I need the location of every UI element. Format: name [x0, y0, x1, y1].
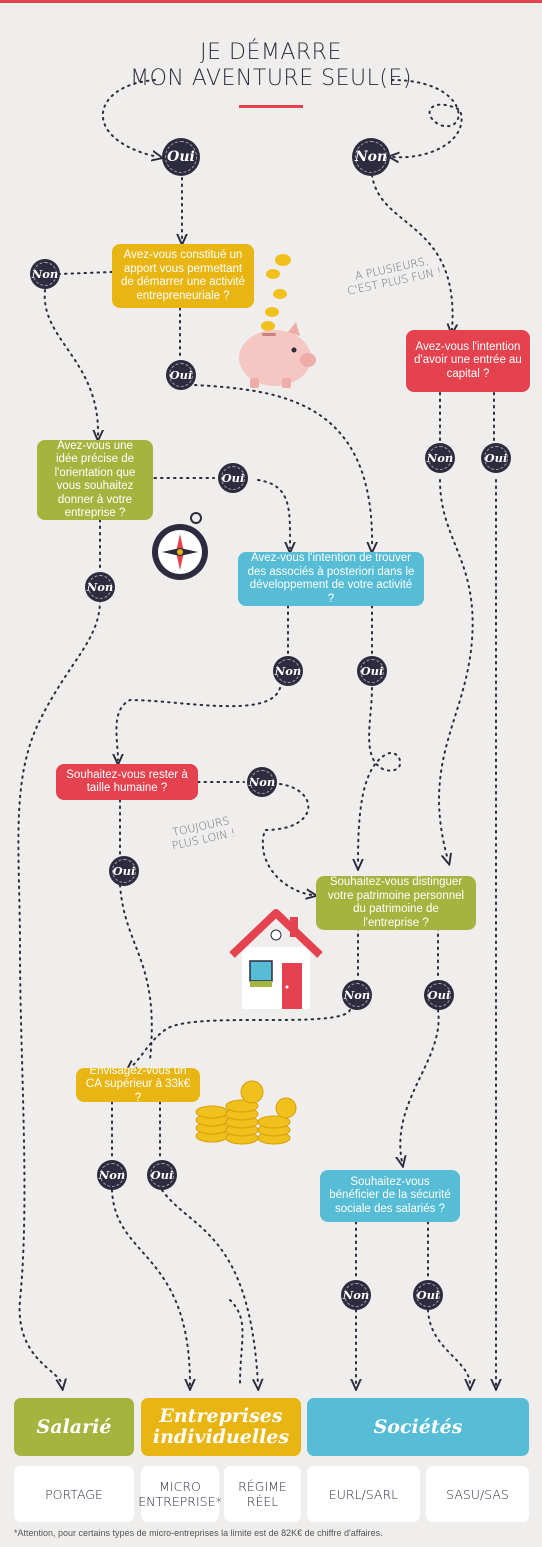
- question-securite-sociale: Souhaitez-vous bénéficier de la sécurité…: [320, 1170, 460, 1222]
- category-salarie: Salarié: [14, 1398, 134, 1456]
- option-regime-reel: RÉGIME RÉEL: [224, 1466, 301, 1522]
- option-regime-line1: RÉGIME: [238, 1479, 287, 1494]
- option-sasu-sas: SASU/SAS: [426, 1466, 529, 1522]
- option-micro-entreprise: MICRO ENTREPRISE*: [141, 1466, 219, 1522]
- q5-yes-badge: Oui: [109, 856, 139, 886]
- category-entreprises-line2: individuelles: [153, 1427, 289, 1448]
- question-patrimoine: Souhaitez-vous distinguer votre patrimoi…: [316, 876, 476, 930]
- q1-no-badge: Non: [30, 259, 60, 289]
- q4-yes-badge: Oui: [357, 656, 387, 686]
- coin-stacks-icon: [190, 1080, 300, 1150]
- start-no-badge: Non: [352, 138, 390, 176]
- option-eurl-sarl: EURL/SARL: [307, 1466, 420, 1522]
- question-associes: Avez-vous l'intention de trouver des ass…: [238, 552, 424, 606]
- q1-yes-badge: Oui: [166, 360, 196, 390]
- option-regime-line2: RÉEL: [247, 1494, 278, 1509]
- house-icon: [228, 905, 324, 1015]
- category-societes: Sociétés: [307, 1398, 529, 1456]
- start-yes-badge: Oui: [162, 138, 200, 176]
- question-taille-humaine: Souhaitez-vous rester à taille humaine ?: [56, 764, 198, 800]
- option-micro-line1: MICRO: [159, 1479, 201, 1494]
- q2-no-badge: Non: [425, 443, 455, 473]
- option-portage: PORTAGE: [14, 1466, 134, 1522]
- q8-yes-badge: Oui: [413, 1280, 443, 1310]
- q7-no-badge: Non: [97, 1160, 127, 1190]
- question-ca: Envisagez-vous un CA supérieur à 33k€ ?: [76, 1068, 200, 1102]
- q8-no-badge: Non: [341, 1280, 371, 1310]
- compass-icon: [150, 510, 214, 584]
- question-orientation: Avez-vous une idée précise de l'orientat…: [37, 440, 153, 520]
- q3-no-badge: Non: [85, 572, 115, 602]
- q4-no-badge: Non: [273, 656, 303, 686]
- title-underline: [239, 105, 303, 108]
- title-line-1: JE DÉMARRE: [0, 40, 542, 66]
- q6-yes-badge: Oui: [424, 980, 454, 1010]
- question-entree-capital: Avez-vous l'intention d'avoir une entrée…: [406, 330, 530, 392]
- q5-no-badge: Non: [247, 767, 277, 797]
- q6-no-badge: Non: [342, 980, 372, 1010]
- q7-yes-badge: Oui: [147, 1160, 177, 1190]
- q3-yes-badge: Oui: [218, 463, 248, 493]
- q2-yes-badge: Oui: [481, 443, 511, 473]
- category-entreprises-line1: Entreprises: [159, 1406, 282, 1427]
- footnote: *Attention, pour certains types de micro…: [14, 1528, 383, 1538]
- option-micro-line2: ENTREPRISE*: [138, 1494, 221, 1509]
- category-entreprises-individuelles: Entreprises individuelles: [141, 1398, 301, 1456]
- piggy-bank-icon: [228, 250, 323, 390]
- title-line-2: MON AVENTURE SEUL(E): [0, 66, 542, 92]
